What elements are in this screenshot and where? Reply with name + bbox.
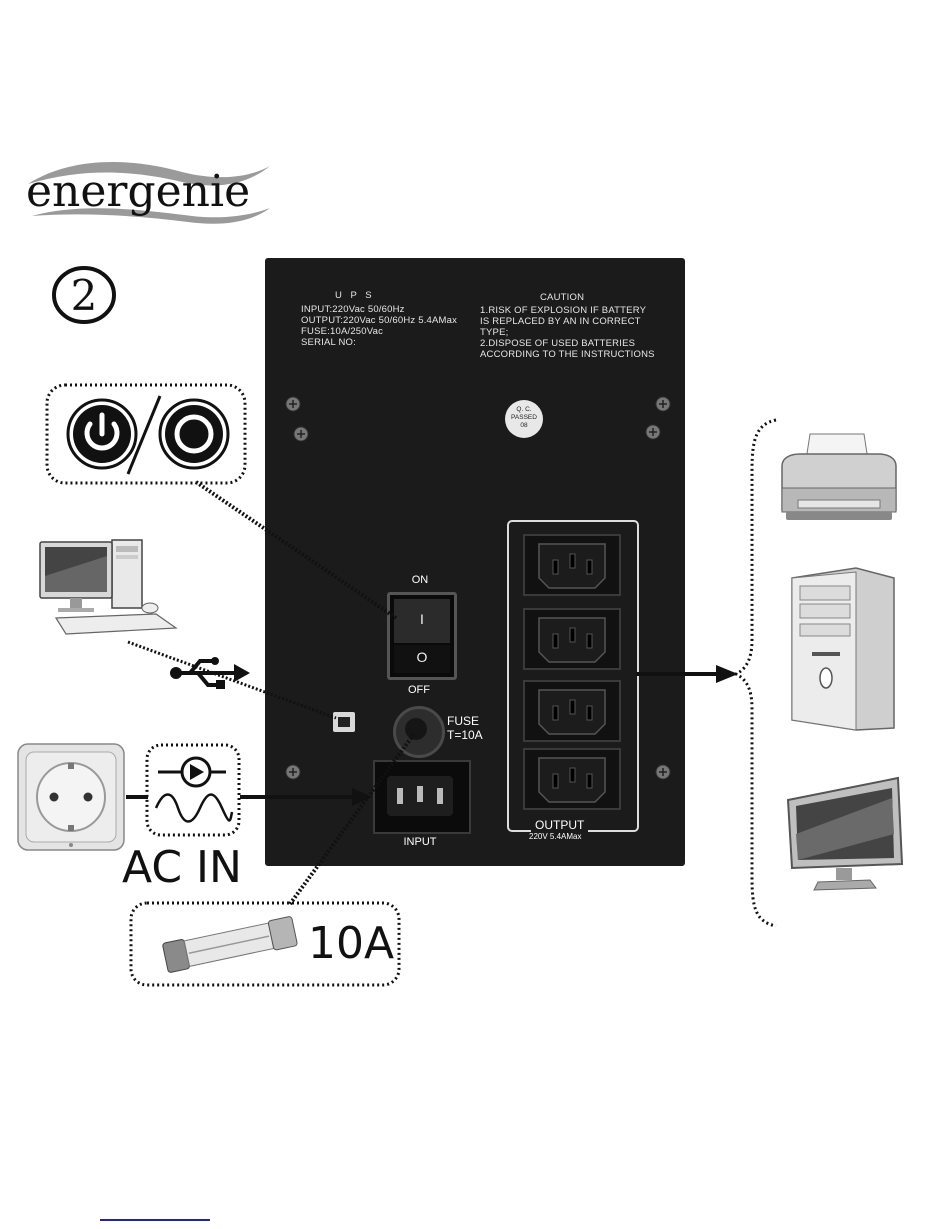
power-switch[interactable]: I O (387, 592, 457, 680)
qc-line-3: 08 (520, 422, 528, 429)
brand-text: energenie (26, 166, 250, 217)
switch-off-label: OFF (408, 684, 430, 696)
source-icon (158, 756, 226, 788)
printer-icon (776, 430, 902, 524)
ac-in-label: AC IN (122, 842, 242, 893)
fuse-holder-cap (405, 718, 427, 740)
switch-on-label: ON (411, 574, 429, 586)
qc-line-1: Q. C. (516, 406, 532, 413)
power-switch-callout (44, 382, 249, 486)
step-number: 2 (71, 271, 98, 320)
fuse-rating-label: 10A (308, 918, 395, 969)
ups-output-spec: OUTPUT:220Vac 50/60Hz 5.4AMax (301, 315, 458, 326)
monitor-icon (778, 774, 906, 892)
power-on-icon (66, 398, 138, 470)
input-label: INPUT (403, 836, 437, 848)
output-socket-2[interactable] (523, 608, 621, 670)
usb-icon (168, 656, 250, 690)
switch-on-symbol: I (420, 611, 424, 627)
fuse-label-1: FUSE (447, 714, 480, 728)
qc-line-2: PASSED (511, 414, 537, 421)
switch-lower: O (394, 645, 450, 673)
desktop-computer-icon (36, 536, 184, 642)
ups-back-panel: U P S INPUT:220Vac 50/60Hz OUTPUT:220Vac… (265, 258, 685, 866)
ac-input-inlet[interactable] (373, 760, 471, 834)
caution-line-3: TYPE; (480, 327, 509, 338)
output-label-wrap: OUTPUT (531, 818, 589, 832)
fuse-holder[interactable] (393, 706, 445, 758)
qc-sticker: Q. C. PASSED 08 (505, 400, 543, 438)
ups-fuse-spec: FUSE:10A/250Vac (301, 326, 384, 337)
switch-off-symbol: O (416, 649, 428, 665)
ups-label-title: U P S (335, 290, 375, 301)
fuse-callout (128, 900, 402, 988)
power-off-icon (158, 398, 230, 470)
footer-underline (100, 1219, 210, 1221)
wall-socket-icon (16, 742, 126, 852)
energenie-logo: energenie (22, 150, 274, 228)
fuse-icon (162, 916, 298, 973)
inlet-pin-1 (397, 788, 403, 804)
output-socket-1[interactable] (523, 534, 621, 596)
caution-line-2: IS REPLACED BY AN IN CORRECT (480, 316, 641, 327)
output-socket-4[interactable] (523, 748, 621, 810)
step-badge: 2 (46, 264, 124, 326)
output-socket-3[interactable] (523, 680, 621, 742)
caution-line-4: 2.DISPOSE OF USED BATTERIES (480, 338, 636, 349)
sine-wave-icon (154, 793, 234, 823)
caution-line-5: ACCORDING TO THE INSTRUCTIONS (480, 349, 655, 360)
tower-pc-icon (786, 566, 898, 732)
inlet-pin-2 (417, 786, 423, 802)
output-arrow-icon (716, 665, 738, 683)
caution-line-1: 1.RISK OF EXPLOSION IF BATTERY (480, 305, 647, 316)
usb-port-slot (338, 717, 350, 727)
output-label: OUTPUT (535, 818, 585, 832)
switch-upper: I (394, 599, 450, 643)
fuse-label-2: T=10A (447, 728, 483, 742)
ac-source-callout (144, 742, 242, 838)
ups-serial-spec: SERIAL NO: (301, 337, 356, 348)
caution-title: CAUTION (540, 292, 585, 303)
inlet-socket (387, 776, 453, 816)
output-rating: 220V 5.4AMax (529, 832, 582, 841)
usb-port[interactable] (333, 712, 355, 732)
inlet-pin-3 (437, 788, 443, 804)
ups-input-spec: INPUT:220Vac 50/60Hz (301, 304, 405, 315)
